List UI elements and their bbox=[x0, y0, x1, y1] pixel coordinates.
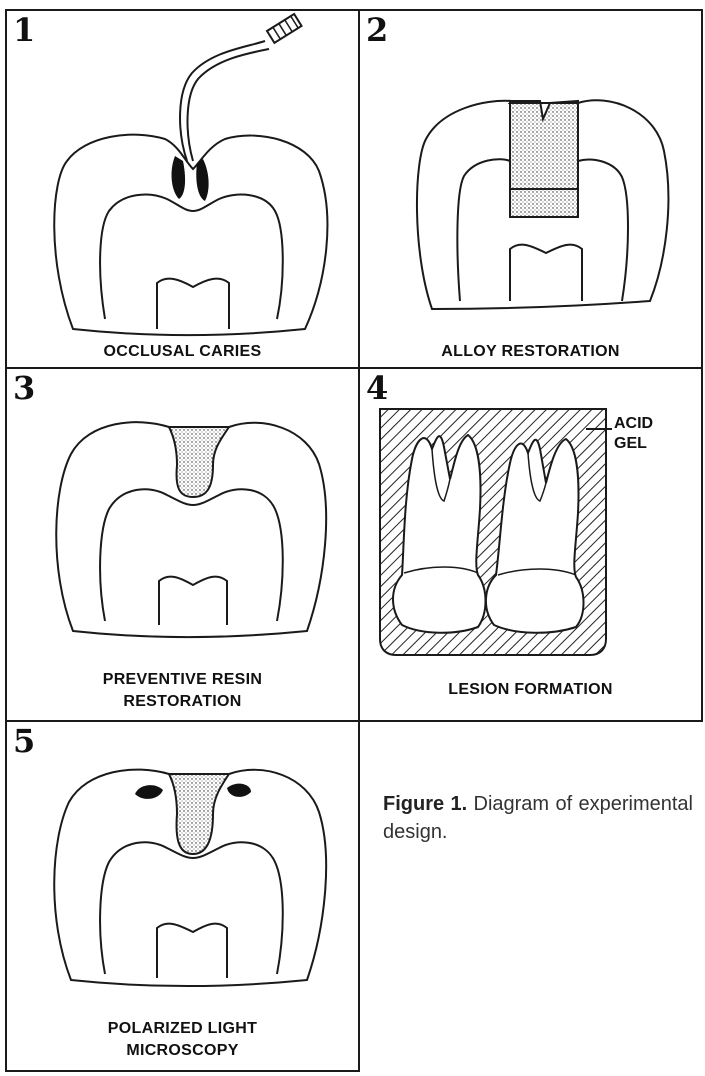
figure-caption-label: Figure 1. bbox=[383, 793, 467, 815]
brush-tip-icon bbox=[267, 14, 302, 43]
acid-gel-label-line-1: ACID bbox=[614, 415, 653, 433]
acid-gel-label-line-2: GEL bbox=[614, 435, 647, 453]
panel-1-caption: OCCLUSAL CARIES bbox=[7, 341, 358, 363]
panel-4-lesion-formation: 4 ACID GEL LESION FORMATION bbox=[358, 367, 703, 722]
panel-3-caption-line-1: PREVENTIVE RESIN bbox=[7, 669, 358, 691]
panel-4-caption: LESION FORMATION bbox=[360, 679, 701, 701]
panel-2-alloy-restoration: 2 ALLOY RESTORATION bbox=[358, 9, 703, 369]
figure-caption: Figure 1. Diagram of experimental design… bbox=[383, 790, 693, 846]
tooth-alloy-restoration-illustration bbox=[360, 11, 705, 371]
panel-5-caption-line-1: POLARIZED LIGHT bbox=[7, 1018, 358, 1040]
panel-2-caption: ALLOY RESTORATION bbox=[360, 341, 701, 363]
panel-5-caption-line-2: MICROSCOPY bbox=[7, 1040, 358, 1062]
tooth-occlusal-caries-illustration bbox=[7, 11, 362, 371]
acid-gel-container-illustration bbox=[360, 369, 705, 724]
alloy-filling bbox=[510, 101, 578, 217]
panel-3-caption-line-2: RESTORATION bbox=[7, 691, 358, 713]
panel-1-occlusal-caries: 1 OCCLUSAL CARIES bbox=[5, 9, 360, 369]
panel-3-preventive-resin: 3 PREVENTIVE RESIN RESTORATION bbox=[5, 367, 360, 722]
panel-5-polarized-light: 5 POLARIZED LIGHT MICROSCOPY bbox=[5, 720, 360, 1072]
